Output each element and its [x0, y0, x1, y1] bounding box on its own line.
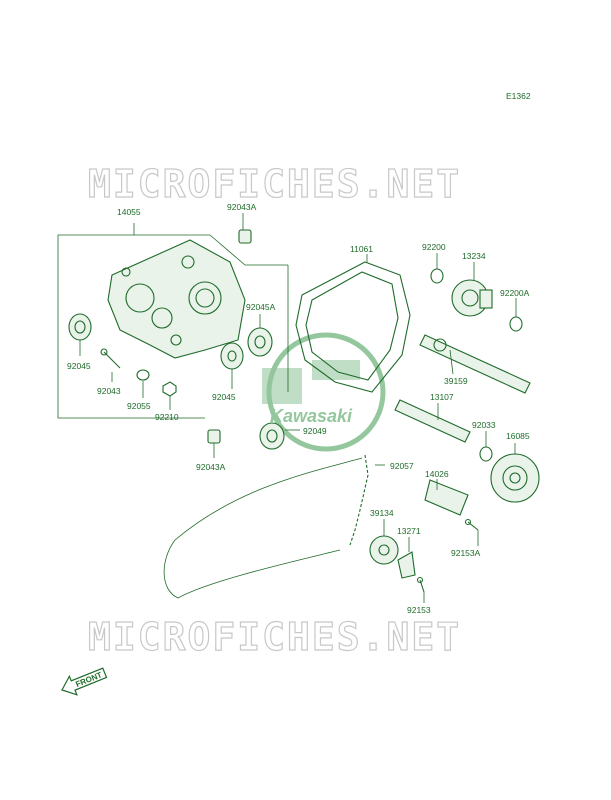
washer-92055 — [136, 369, 150, 381]
label-14026: 14026 — [425, 469, 449, 479]
label-92043: 92043 — [97, 386, 121, 396]
washer-92200 — [430, 268, 444, 284]
logo-text: Kawasaki — [270, 406, 353, 426]
label-14055: 14055 — [117, 207, 141, 217]
pin-92043 — [100, 348, 121, 369]
label-92045-left: 92045 — [67, 361, 91, 371]
dowel-pin-92043A-bottom — [207, 429, 221, 444]
label-92043A-bottom: 92043A — [196, 462, 226, 472]
washer-92033 — [479, 446, 493, 462]
oil-seal-92045-left — [68, 313, 92, 341]
label-92055: 92055 — [127, 401, 151, 411]
label-16085: 16085 — [506, 431, 530, 441]
label-39134: 39134 — [370, 508, 394, 518]
label-13234: 13234 — [462, 251, 486, 261]
watermark-bottom: MICROFICHES.NET — [88, 615, 461, 659]
label-13107: 13107 — [430, 392, 454, 402]
label-92210: 92210 — [155, 412, 179, 422]
bearing-92045-mid — [220, 342, 244, 370]
label-92153A: 92153A — [451, 548, 481, 558]
label-13271: 13271 — [397, 526, 421, 536]
label-92043A-top: 92043A — [227, 202, 257, 212]
label-92057: 92057 — [390, 461, 414, 471]
label-92049: 92049 — [303, 426, 327, 436]
diagram-code: E1362 — [506, 91, 531, 101]
watermark-top: MICROFICHES.NET — [88, 162, 461, 206]
label-92200: 92200 — [422, 242, 446, 252]
front-arrow: FRONT — [61, 667, 108, 696]
label-92033: 92033 — [472, 420, 496, 430]
label-11061: 11061 — [350, 244, 373, 254]
label-92045-mid: 92045 — [212, 392, 236, 402]
dowel-pin-92043A-top — [238, 229, 252, 244]
label-39159: 39159 — [444, 376, 468, 386]
bearing-92045A — [247, 327, 273, 357]
guide-14026 — [424, 479, 469, 516]
shaft-13107 — [394, 399, 471, 443]
label-92200A: 92200A — [500, 288, 530, 298]
label-92045A: 92045A — [246, 302, 276, 312]
leader-lines — [79, 213, 517, 603]
label-92153: 92153 — [407, 605, 431, 615]
gear-13234 — [451, 279, 493, 317]
sprocket-39134 — [369, 535, 399, 565]
bolt-92153 — [416, 576, 425, 593]
assembly-bracket — [57, 223, 289, 419]
bearing-92049 — [259, 422, 285, 450]
shaft-39159 — [419, 334, 531, 394]
chain-92057 — [163, 454, 369, 599]
bolt-92153A — [464, 518, 479, 531]
crankcase-cover-14055 — [107, 239, 246, 359]
gasket-11061 — [295, 261, 411, 393]
gear-16085 — [490, 453, 540, 503]
plate-13271 — [397, 551, 416, 579]
washer-92200A — [509, 316, 523, 332]
nut-92210 — [162, 381, 177, 397]
part-labels: 14055 92043A 11061 92200 13234 92200A 92… — [67, 202, 530, 615]
